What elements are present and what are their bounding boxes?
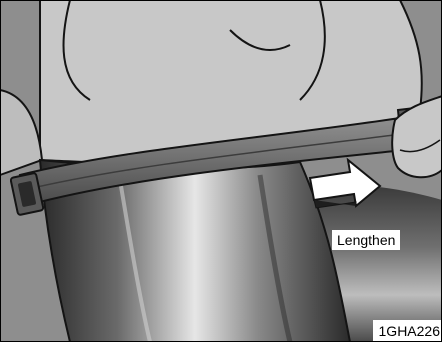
lengthen-callout: Lengthen	[332, 230, 400, 250]
figure-code: 1GHA226	[373, 320, 442, 342]
